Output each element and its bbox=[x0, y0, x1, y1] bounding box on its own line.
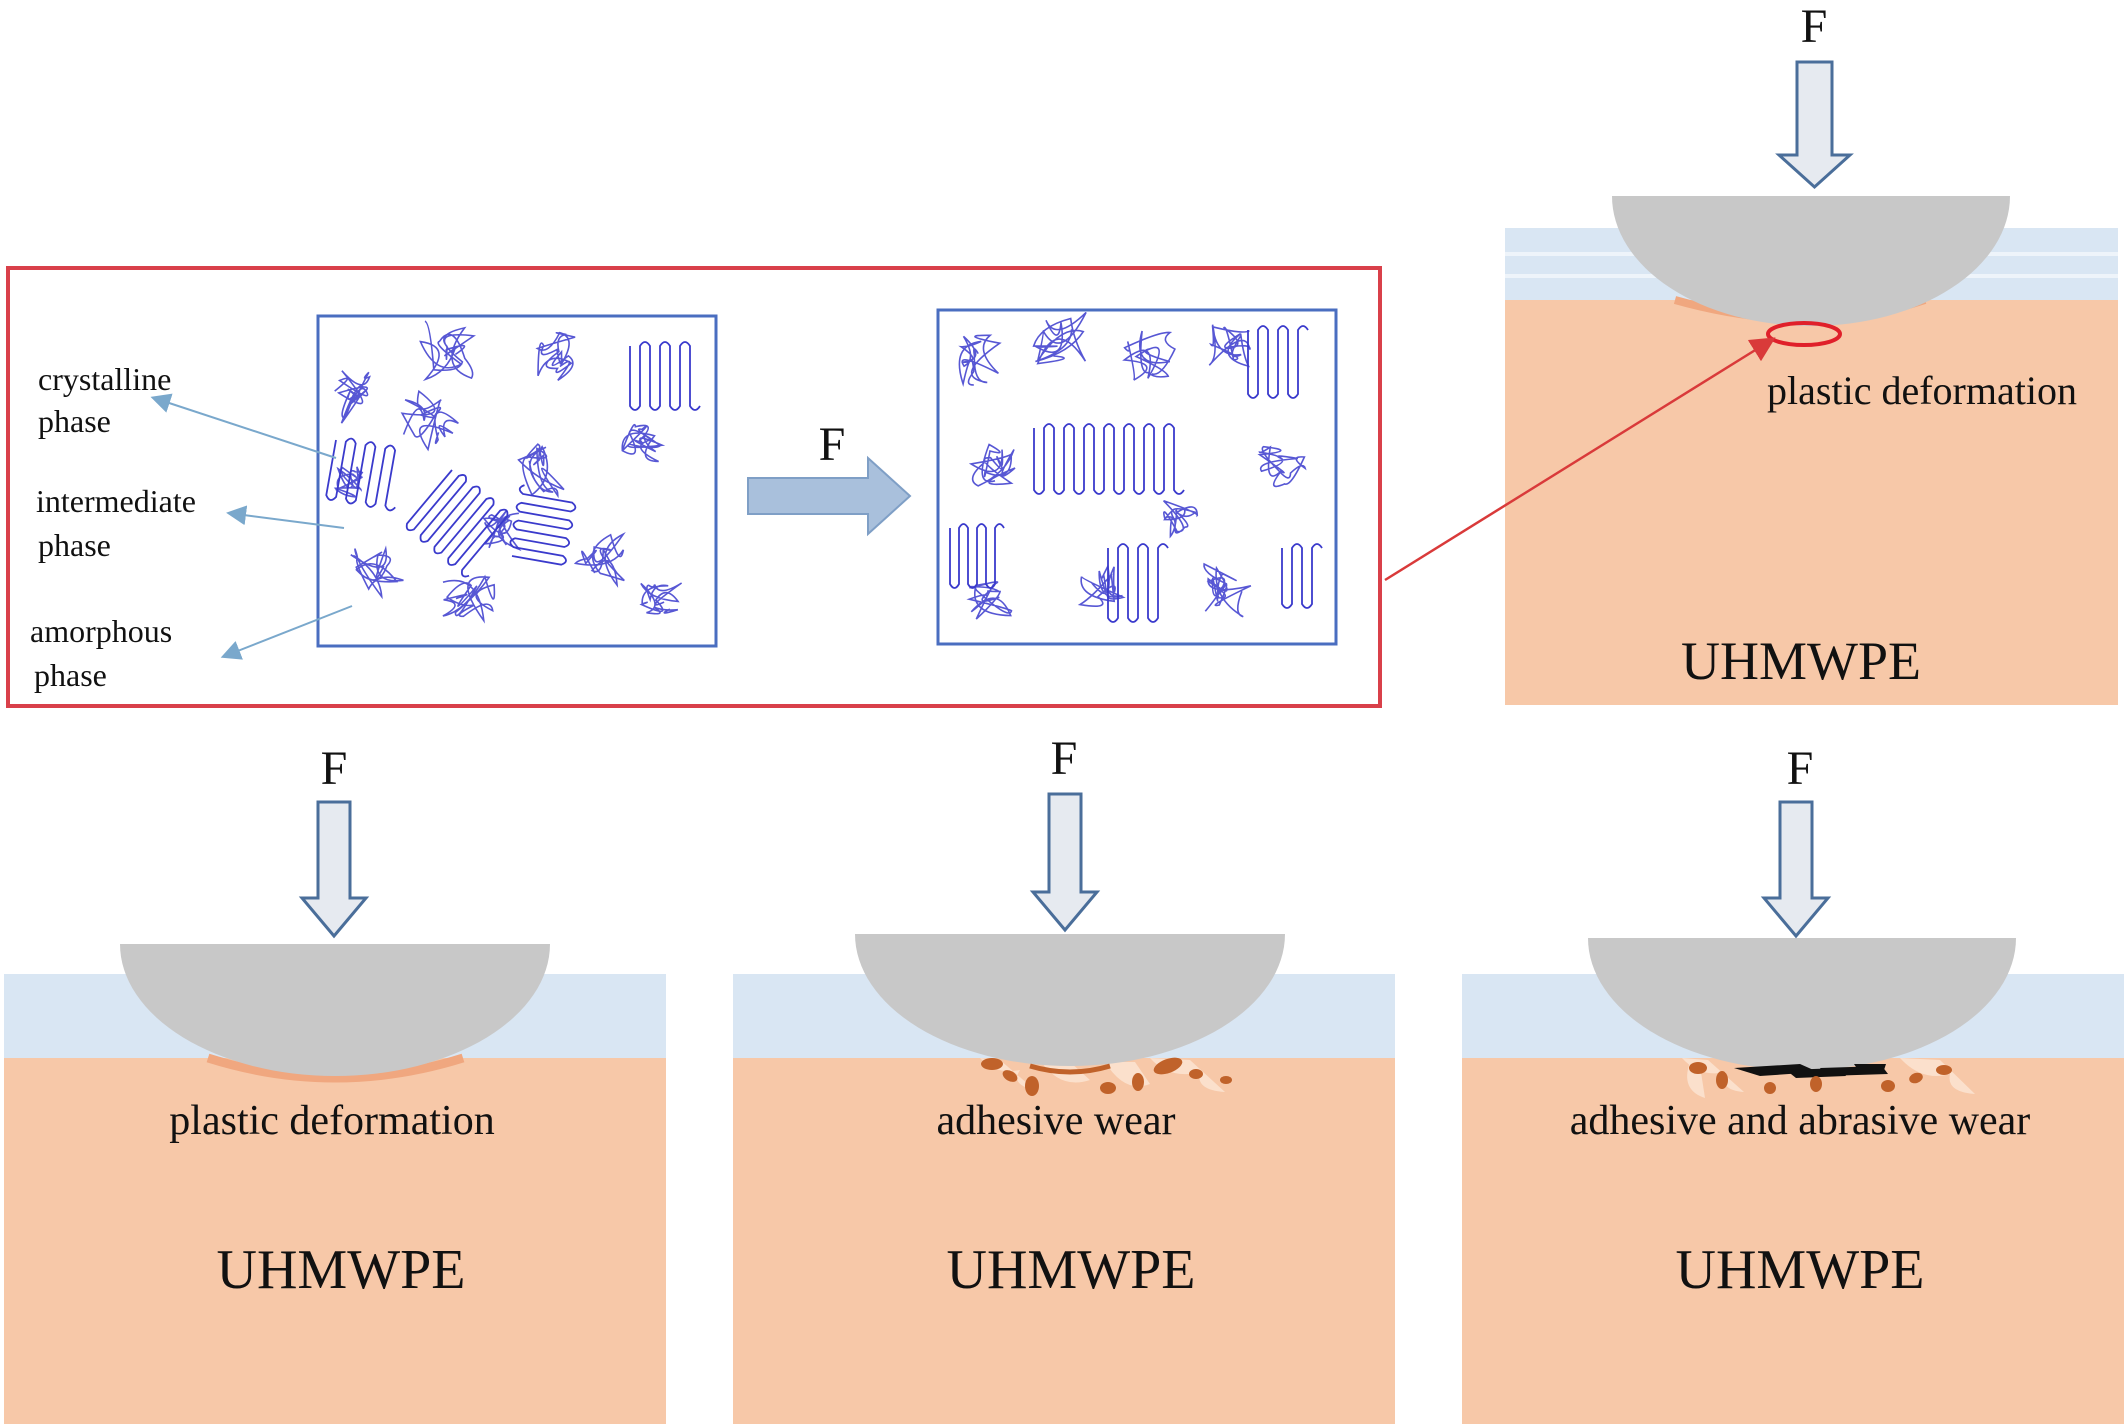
amorphous-chain bbox=[573, 533, 625, 588]
crystalline-lamella bbox=[1247, 325, 1309, 399]
panel-top-right: F plastic deformation UHMWPE bbox=[1505, 0, 2118, 705]
amorphous-chain bbox=[350, 548, 404, 600]
wear-debris bbox=[981, 1057, 1232, 1096]
force-label: F bbox=[1801, 0, 1828, 53]
crystalline-lamella bbox=[1107, 543, 1169, 623]
crystalline-lamella bbox=[629, 341, 701, 411]
amorphous-chain bbox=[1203, 562, 1252, 618]
amorphous-chain bbox=[958, 334, 1002, 387]
crystalline-lamella bbox=[1033, 423, 1185, 495]
crystalline-pointer bbox=[150, 393, 337, 459]
force-arrow bbox=[298, 800, 370, 939]
force-label: F bbox=[321, 742, 348, 795]
polymer-chains-after bbox=[949, 311, 1323, 623]
amorphous-chain bbox=[1032, 311, 1087, 365]
abrasive-particles bbox=[1734, 1064, 1888, 1078]
amorphous-chain bbox=[639, 582, 683, 615]
amorphous-phase-label: amorphous bbox=[30, 613, 172, 649]
crystalline-lamella bbox=[1281, 543, 1323, 609]
crystalline-lamella bbox=[949, 523, 1005, 589]
transformation-arrow bbox=[747, 455, 912, 537]
mechanism-label: adhesive wear bbox=[936, 1098, 1175, 1144]
force-arrow bbox=[1775, 60, 1854, 190]
intermediate-phase-label: intermediate bbox=[36, 483, 196, 519]
microstructure-after bbox=[936, 308, 1338, 646]
mechanism-label: plastic deformation bbox=[169, 1098, 494, 1144]
amorphous-phase-label-2: phase bbox=[34, 657, 107, 693]
intermediate-pointer bbox=[226, 505, 345, 529]
material-label: UHMWPE bbox=[947, 1239, 1196, 1301]
amorphous-pointer bbox=[220, 605, 353, 660]
indenter-ball bbox=[1588, 938, 2016, 1070]
amorphous-chain bbox=[968, 443, 1016, 487]
amorphous-chain bbox=[1122, 330, 1176, 381]
material-label: UHMWPE bbox=[1681, 631, 1921, 691]
amorphous-chain bbox=[400, 389, 459, 452]
material-label: UHMWPE bbox=[217, 1239, 466, 1301]
wear-debris bbox=[1689, 1062, 1952, 1094]
material-label: UHMWPE bbox=[1676, 1239, 1925, 1301]
polymer-chains-before bbox=[325, 320, 701, 624]
force-arrow bbox=[1760, 800, 1832, 939]
crystalline-lamella bbox=[325, 437, 397, 512]
crystalline-phase-label: crystalline bbox=[38, 361, 171, 397]
crystalline-lamella bbox=[405, 469, 509, 578]
plastic-deformation-label: plastic deformation bbox=[1767, 368, 2077, 413]
amorphous-chain bbox=[1077, 563, 1126, 607]
amorphous-chain bbox=[419, 320, 476, 382]
amorphous-chain bbox=[621, 423, 666, 463]
panel-plastic-deformation: F plastic deformation UHMWPE bbox=[4, 742, 666, 1424]
intermediate-phase-label-2: phase bbox=[38, 527, 111, 563]
crystalline-phase-label-2: phase bbox=[38, 403, 111, 439]
amorphous-chain bbox=[517, 443, 565, 499]
panel-adhesive-abrasive-wear: F adhesive and abrasive wear UHMWPE bbox=[1462, 742, 2124, 1424]
callout-line bbox=[1384, 337, 1776, 582]
amorphous-chain bbox=[966, 581, 1013, 620]
force-label: F bbox=[1787, 742, 1814, 795]
deformation-zone bbox=[206, 1053, 465, 1083]
mechanism-label: adhesive and abrasive wear bbox=[1570, 1098, 2031, 1144]
force-arrow bbox=[1029, 792, 1101, 933]
microstructure-callout: F crystalline phase intermediate phase a… bbox=[6, 266, 1382, 708]
amorphous-chain bbox=[333, 466, 364, 498]
amorphous-chain bbox=[442, 574, 496, 624]
amorphous-chain bbox=[1208, 324, 1251, 368]
transformation-force-label: F bbox=[819, 418, 846, 471]
amorphous-chain bbox=[1257, 445, 1307, 488]
indenter-ball bbox=[120, 944, 550, 1076]
amorphous-chain bbox=[1163, 500, 1199, 539]
panel-adhesive-wear: F adhesive wear UHMWPE bbox=[733, 732, 1395, 1424]
indenter-ball bbox=[1612, 196, 2010, 326]
deformation-spot bbox=[1766, 321, 1842, 347]
amorphous-chain bbox=[535, 331, 576, 381]
crystalline-lamella bbox=[509, 484, 577, 566]
amorphous-chain bbox=[334, 370, 371, 424]
force-label: F bbox=[1051, 732, 1078, 785]
indenter-ball bbox=[855, 934, 1285, 1066]
